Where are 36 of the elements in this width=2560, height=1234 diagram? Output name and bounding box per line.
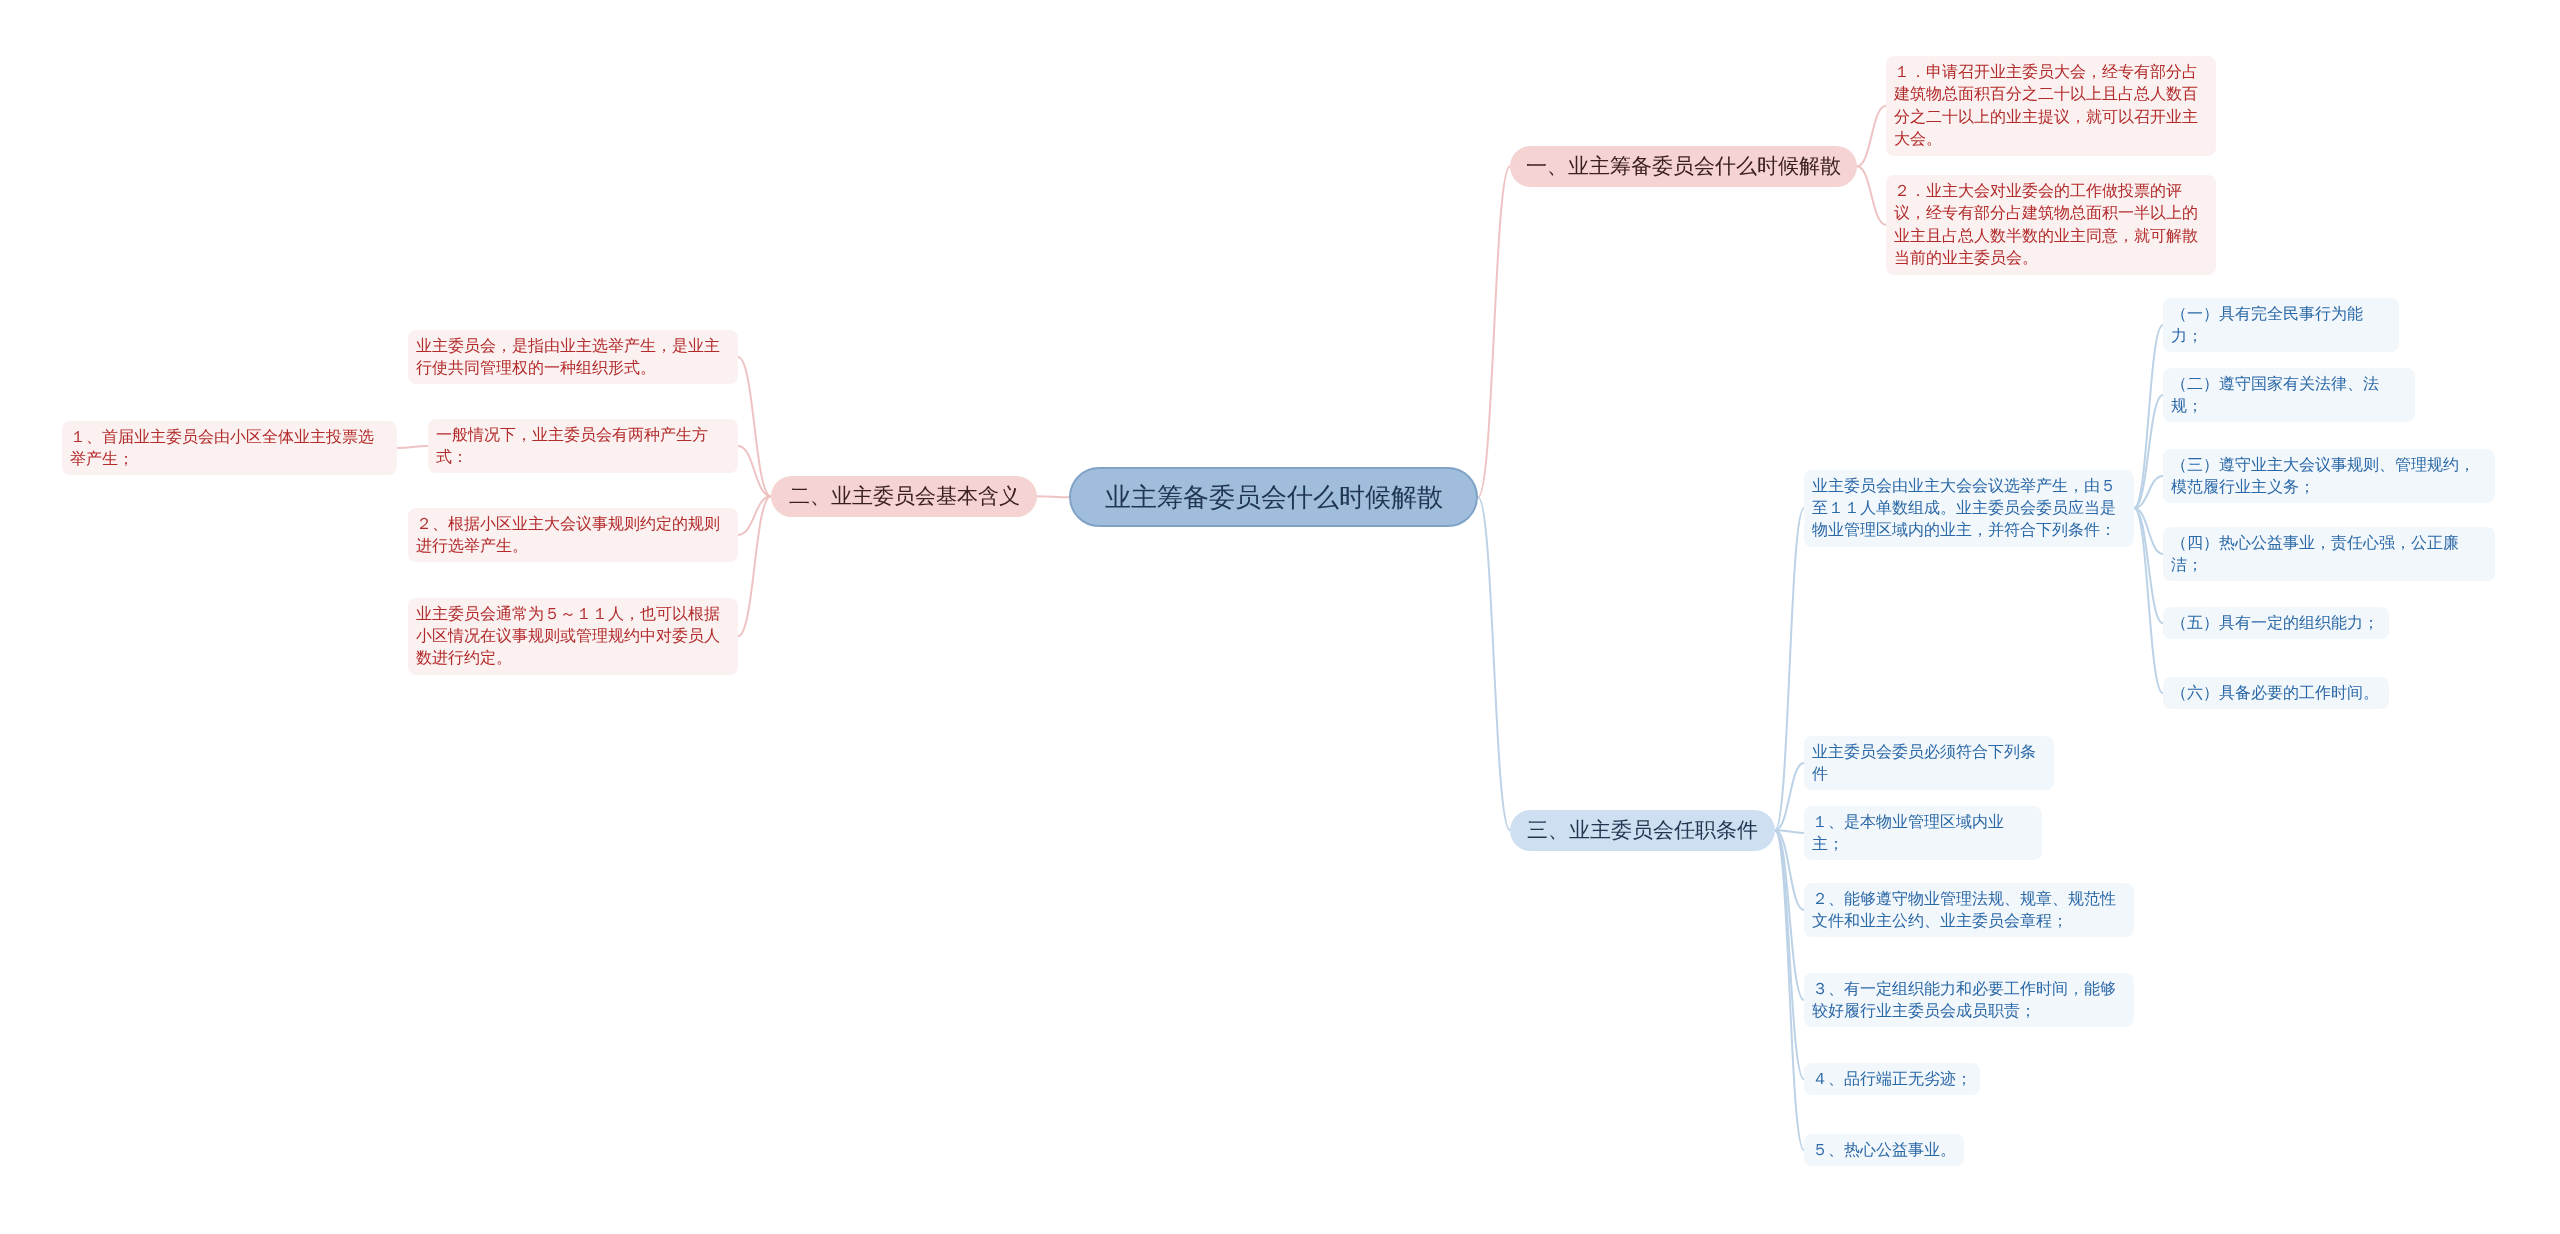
connector-line — [1774, 761, 1805, 832]
leaf-topic: ４、品行端正无劣迹； — [1804, 1063, 1980, 1096]
leaf-topic: 业主委员会，是指由业主选举产生，是业主行使共同管理权的一种组织形式。 — [408, 329, 738, 385]
connector-line — [396, 444, 429, 449]
leaf-topic: 业主委员会通常为５～１１人，也可以根据小区情况在议事规则或管理规约中对委员人数进行约定。 — [408, 597, 738, 675]
leaf-topic: ３、有一定组织能力和必要工作时间，能够较好履行业主委员会成员职责； — [1804, 972, 2134, 1028]
connector-line — [737, 355, 772, 498]
leaf-topic: １．申请召开业主委员大会，经专有部分占建筑物总面积百分之二十以上且占总人数百分之二十以上的业主提议，就可以召开业主大会。 — [1886, 56, 2216, 156]
connector-line — [1774, 829, 1805, 1152]
leaf-topic: 业主委员会委员必须符合下列条件 — [1804, 735, 2054, 791]
leaf-topic: ５、热心公益事业。 — [1804, 1134, 1964, 1167]
leaf-topic: （五）具有一定的组织能力； — [2163, 607, 2389, 640]
branch-topic: 二、业主委员会基本含义 — [771, 475, 1037, 517]
leaf-topic: ２、能够遵守物业管理法规、规章、规范性文件和业主公约、业主委员会章程； — [1804, 882, 2134, 938]
leaf-topic: ２、根据小区业主大会议事规则约定的规则进行选举产生。 — [408, 507, 738, 563]
leaf-topic: （三）遵守业主大会议事规则、管理规约，模范履行业主义务； — [2163, 448, 2495, 504]
branch-topic: 一、业主筹备委员会什么时候解散 — [1510, 145, 1857, 187]
branch-topic: 三、业主委员会任职条件 — [1510, 809, 1775, 851]
leaf-topic: １、首届业主委员会由小区全体业主投票选举产生； — [62, 420, 397, 476]
connector-line — [2133, 507, 2164, 695]
connector-line — [737, 495, 772, 638]
connector-line — [1036, 495, 1070, 499]
connector-line — [1477, 165, 1511, 499]
central-topic: 业主筹备委员会什么时候解散 — [1069, 467, 1478, 528]
connector-line — [1774, 507, 1805, 832]
connector-line — [1477, 496, 1511, 832]
leaf-topic: 一般情况下，业主委员会有两种产生方式： — [428, 418, 738, 474]
leaf-topic: ２．业主大会对业委会的工作做投票的评议，经专有部分占建筑物总面积一半以上的业主且占总人数半数的业主同意，就可解散当前的业主委员会。 — [1886, 175, 2216, 275]
leaf-topic: （四）热心公益事业，责任心强，公正廉洁； — [2163, 526, 2495, 582]
leaf-topic: １、是本物业管理区域内业主； — [1804, 805, 2042, 861]
leaf-topic: （二）遵守国家有关法律、法规； — [2163, 367, 2415, 423]
leaf-topic: 业主委员会由业主大会会议选举产生，由５至１１人单数组成。业主委员会委员应当是物业管理区域内的业主，并符合下列条件： — [1804, 469, 2134, 547]
connector-line — [1856, 104, 1887, 168]
leaf-topic: （六）具备必要的工作时间。 — [2163, 677, 2389, 710]
leaf-topic: （一）具有完全民事行为能力； — [2163, 297, 2399, 353]
connector-line — [1856, 165, 1887, 226]
